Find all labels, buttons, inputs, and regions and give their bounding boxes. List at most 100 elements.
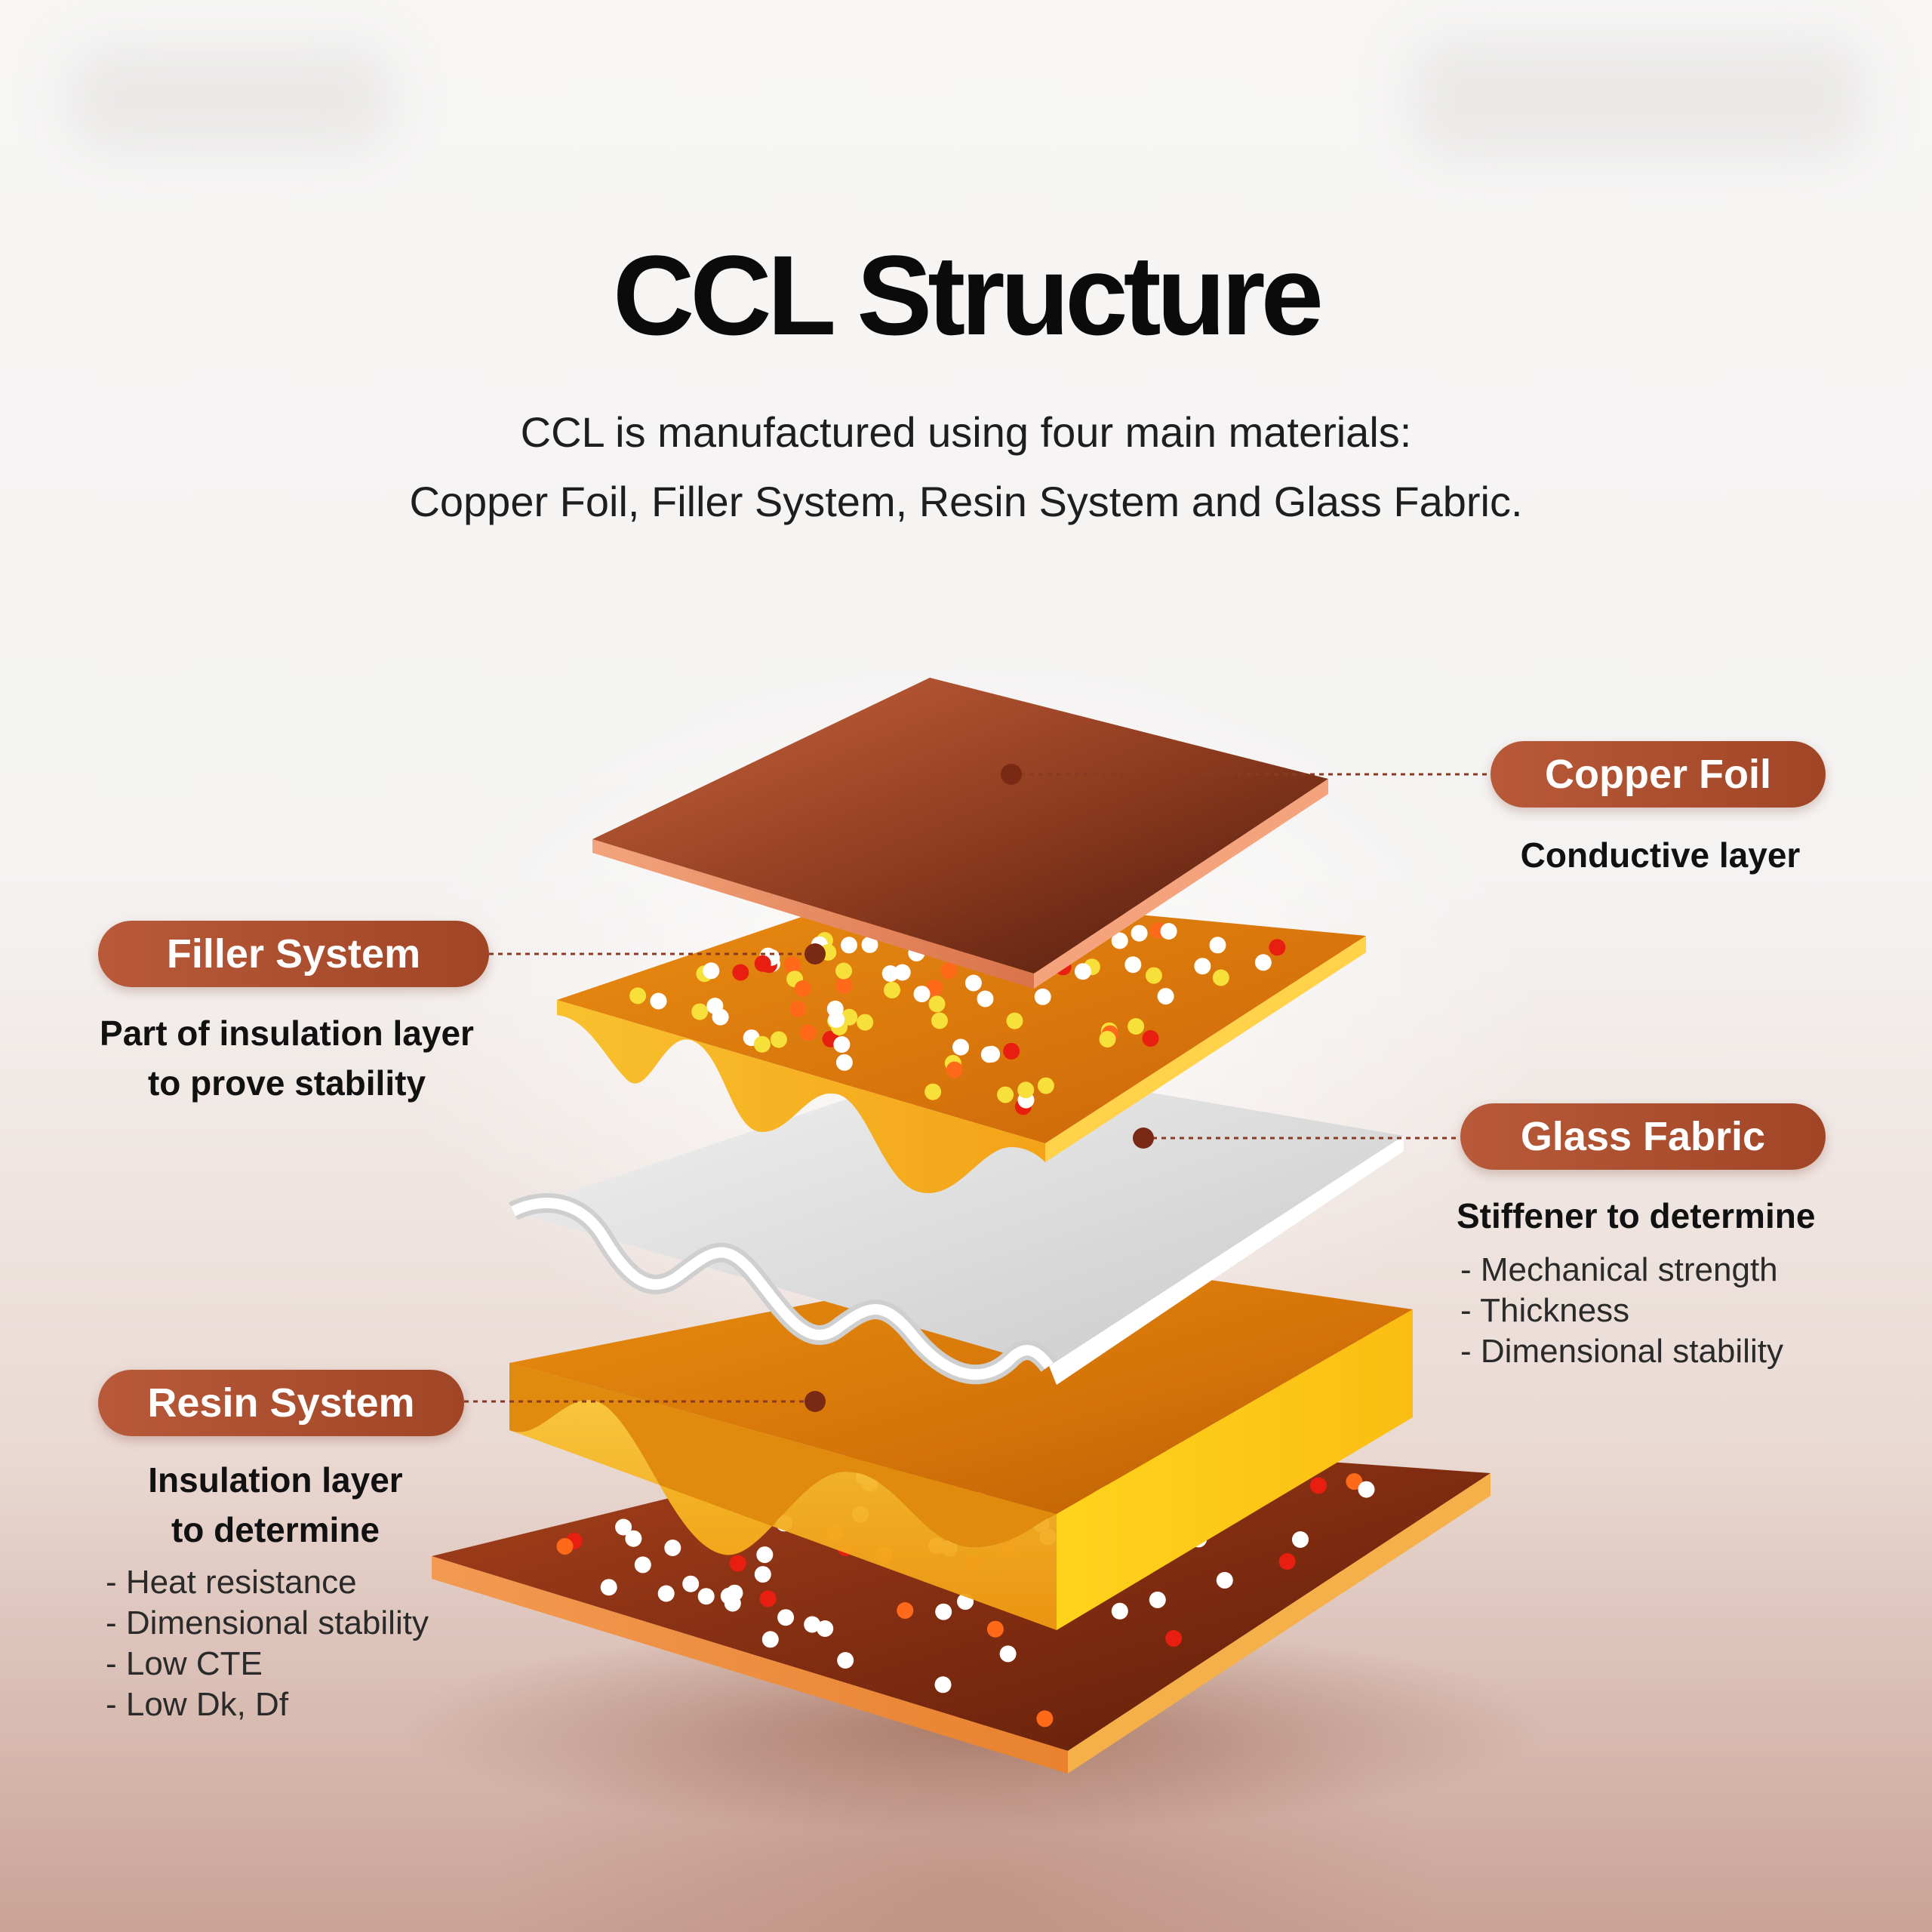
particle-dot	[756, 1546, 774, 1564]
particle-dot	[881, 965, 899, 982]
particle-dot	[615, 1518, 632, 1536]
particle-dot	[1142, 1030, 1159, 1047]
particle-dot	[697, 1588, 715, 1605]
particle-dot	[1036, 1710, 1054, 1727]
particle-dot	[682, 1575, 700, 1592]
particle-dot	[1074, 963, 1091, 980]
particle-dot	[1111, 932, 1128, 949]
particle-dot	[1128, 1018, 1145, 1035]
glass-fabric-description: Stiffener to determine	[1457, 1196, 1816, 1235]
particle-dot	[946, 1061, 963, 1078]
glass-fabric-layer	[509, 1060, 1404, 1385]
filler-system-description-line-1: Part of insulation layer	[100, 1014, 474, 1053]
particle-dot	[964, 974, 982, 992]
particle-dot	[754, 955, 771, 972]
particle-dot	[629, 987, 647, 1004]
particle-dot	[794, 980, 811, 997]
resin-system-bullet: Low Dk, Df	[106, 1684, 429, 1725]
particle-dot	[841, 937, 857, 954]
particle-dot	[833, 1036, 851, 1053]
glass-fabric-bullets: Mechanical strength Thickness Dimensiona…	[1460, 1250, 1783, 1372]
particle-dot	[857, 1014, 874, 1031]
copper-foil-pill: Copper Foil	[1491, 741, 1826, 808]
particle-dot	[934, 1676, 952, 1694]
particle-dot	[1358, 1481, 1375, 1498]
particle-dot	[841, 1008, 858, 1026]
particle-dot	[986, 1620, 1004, 1638]
particle-dot	[1269, 939, 1286, 956]
particle-dot	[861, 936, 878, 953]
particle-dot	[940, 962, 958, 980]
filler-system-description-line-2: to prove stability	[147, 1063, 426, 1103]
particle-dot	[1034, 988, 1051, 1005]
particle-dot	[935, 1603, 952, 1620]
particle-dot	[1037, 1077, 1054, 1094]
filler-system-pill: Filler System	[98, 921, 489, 987]
particle-dot	[837, 1652, 854, 1669]
particle-dot	[884, 981, 900, 998]
particle-dot	[1212, 969, 1229, 986]
copper-foil-marker	[1001, 764, 1022, 785]
particle-dot	[754, 1566, 771, 1583]
resin-system-description: Insulation layer to determine	[98, 1455, 453, 1555]
resin-system-description-line-2: to determine	[171, 1510, 380, 1549]
particle-dot	[634, 1556, 651, 1574]
background-blur-right	[1411, 38, 1864, 158]
particle-dot	[712, 1008, 729, 1026]
particle-dot	[1194, 958, 1211, 975]
particle-dot	[1292, 1531, 1309, 1548]
glass-fabric-pill: Glass Fabric	[1460, 1103, 1826, 1170]
particle-dot	[826, 1000, 844, 1017]
resin-system-bullet: Heat resistance	[106, 1562, 429, 1603]
particle-dot	[703, 962, 720, 980]
resin-system-marker	[804, 1391, 826, 1412]
particle-dot	[1149, 1591, 1166, 1608]
particle-dot	[657, 1585, 675, 1602]
particle-dot	[977, 990, 994, 1008]
resin-system-bullet: Low CTE	[106, 1644, 429, 1684]
particle-dot	[691, 1003, 709, 1020]
resin-system-bullets: Heat resistance Dimensional stability Lo…	[106, 1562, 429, 1725]
subtitle-line-2: Copper Foil, Filler System, Resin System…	[409, 478, 1523, 525]
particle-dot	[913, 986, 931, 1003]
particle-dot	[894, 964, 911, 981]
subtitle-line-1: CCL is manufactured using four main mate…	[520, 408, 1412, 456]
filler-system-label: Filler System	[166, 931, 421, 977]
particle-dot	[1124, 956, 1142, 974]
particle-dot	[664, 1540, 681, 1556]
particle-dot	[999, 1645, 1017, 1663]
particle-dot	[777, 1609, 795, 1626]
particle-dot	[753, 1035, 771, 1053]
resin-system-pill: Resin System	[98, 1370, 464, 1436]
particle-dot	[1160, 923, 1177, 940]
particle-dot	[600, 1579, 617, 1596]
particle-dot	[1145, 967, 1162, 984]
glass-fabric-marker	[1133, 1128, 1154, 1149]
copper-foil-description: Conductive layer	[1520, 835, 1801, 875]
particle-dot	[997, 1086, 1014, 1103]
particle-dot	[817, 1620, 834, 1637]
particle-dot	[1003, 1042, 1020, 1060]
particle-dot	[928, 995, 946, 1013]
particle-dot	[1209, 937, 1226, 954]
resin-system-bullet: Dimensional stability	[106, 1603, 429, 1644]
particle-dot	[789, 1000, 807, 1017]
filler-system-description: Part of insulation layer to prove stabil…	[75, 1008, 498, 1108]
particle-dot	[980, 1046, 998, 1063]
particle-dot	[726, 1584, 743, 1601]
particle-dot	[1310, 1477, 1327, 1494]
particle-dot	[800, 1024, 817, 1041]
copper-foil-label: Copper Foil	[1545, 752, 1771, 797]
particle-dot	[770, 1031, 787, 1048]
particle-dot	[556, 1538, 574, 1555]
particle-dot	[1099, 1031, 1116, 1048]
particle-dot	[926, 980, 943, 996]
leader-lines	[464, 773, 1491, 1403]
particle-dot	[1346, 1473, 1363, 1491]
particle-dot	[732, 964, 749, 981]
resin-system-layer	[509, 1257, 1413, 1630]
particle-dot	[897, 1602, 914, 1619]
glass-fabric-bullet: Mechanical strength	[1460, 1250, 1783, 1291]
glass-fabric-bullet: Dimensional stability	[1460, 1331, 1783, 1372]
